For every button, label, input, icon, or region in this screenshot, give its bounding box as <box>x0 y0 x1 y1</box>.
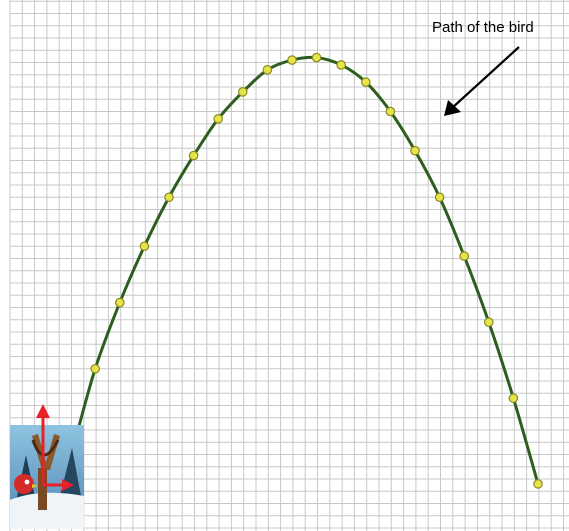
trajectory-point-15 <box>410 145 420 156</box>
trajectory-point-11 <box>311 52 322 63</box>
trajectory-point-16 <box>434 192 445 203</box>
launch-arrows <box>36 404 74 491</box>
trajectory-point-9 <box>262 65 273 75</box>
trajectory-line <box>44 55 540 519</box>
trajectory-point-19 <box>508 393 519 403</box>
trajectory-point-2 <box>90 363 100 374</box>
trajectory-point-5 <box>164 192 174 203</box>
trajectory-point-18 <box>483 317 494 327</box>
trajectory-point-12 <box>336 60 346 70</box>
annotation-arrow <box>444 46 520 116</box>
trajectory-point-7 <box>213 114 223 124</box>
trajectory-point-17 <box>459 251 469 261</box>
trajectory-point-4 <box>139 241 150 252</box>
trajectory-point-20 <box>533 479 543 489</box>
grid <box>9 0 569 531</box>
path-label: Path of the bird <box>432 19 534 36</box>
trajectory-point-8 <box>238 87 248 97</box>
trajectory-point-13 <box>360 77 371 87</box>
trajectory-point-3 <box>115 297 125 308</box>
trajectory-point-10 <box>287 55 297 65</box>
trajectory-point-6 <box>188 150 199 161</box>
slingshot-with-red-bird-icon <box>10 425 84 529</box>
trajectory-point-14 <box>385 106 396 117</box>
trajectory-markers <box>65 52 543 489</box>
